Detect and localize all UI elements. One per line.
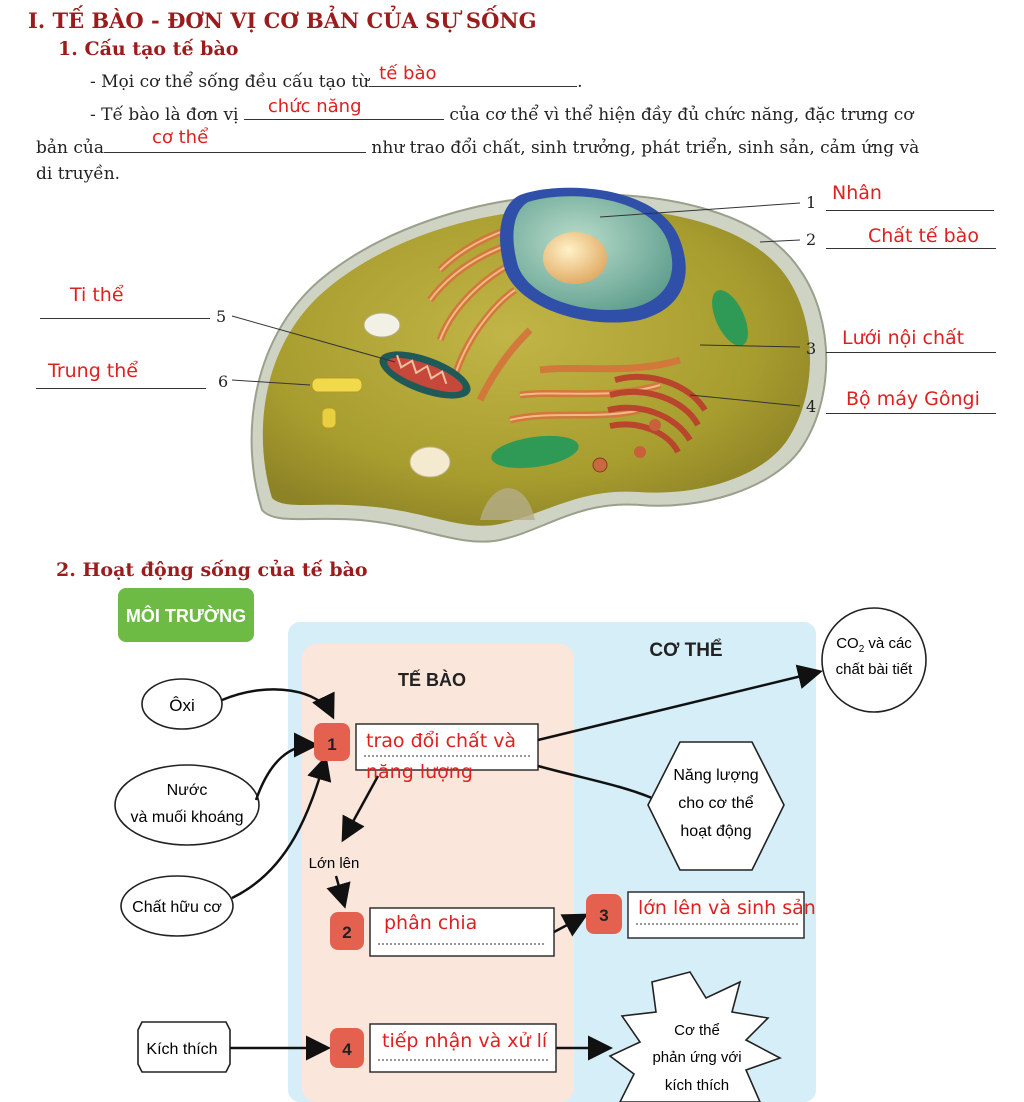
label-leader-lines [231, 202, 801, 407]
golgi-apparatus [607, 373, 708, 454]
section-title: I. TẾ BÀO - ĐƠN VỊ CƠ BẢN CỦA SỰ SỐNG [28, 8, 537, 33]
organic-matter-node [120, 875, 234, 937]
answer-2: chức năng [267, 96, 362, 117]
label-answer-2: Chất tế bào [868, 225, 979, 247]
label-number-6: 6 [218, 372, 229, 391]
paragraph-line-2: - Tế bào là đơn vị chức năng của cơ thể … [90, 96, 914, 125]
water-minerals-node [114, 764, 260, 846]
label-blank-6[interactable] [36, 368, 206, 389]
svg-text:Chất hữu cơ: Chất hữu cơ [132, 899, 222, 916]
step-badge-1 [314, 723, 350, 761]
nucleolus [543, 232, 607, 284]
subsection-title-structure: 1. Cấu tạo tế bào [58, 38, 239, 60]
label-answer-3: Lưới nội chất [842, 327, 965, 349]
cell-label: TẾ BÀO [398, 669, 466, 690]
oxygen-node [141, 678, 223, 730]
box-answer-1a: trao đổi chất và [366, 730, 517, 752]
growth-label: Lớn lên [309, 855, 360, 872]
cell-illustration [250, 187, 828, 543]
answer-1: tế bào [379, 63, 437, 84]
svg-text:và muối khoáng: và muối khoáng [131, 809, 244, 826]
label-number-3: 3 [806, 339, 817, 358]
box-answer-3: lớn lên và sinh sản [638, 897, 816, 919]
step-badge-2 [330, 912, 364, 950]
label-blank-4[interactable] [826, 393, 996, 414]
label-number-4: 4 [806, 397, 817, 416]
svg-text:Cơ thể: Cơ thể [674, 1022, 720, 1039]
box-answer-4: tiếp nhận và xử lí [382, 1030, 548, 1052]
svg-text:chất bài tiết: chất bài tiết [836, 661, 914, 678]
label-blank-2[interactable] [826, 228, 996, 249]
svg-text:2: 2 [342, 923, 351, 942]
stimulus-node [137, 1021, 231, 1073]
subsection-title-activity: 2. Hoạt động sống của tế bào [56, 559, 368, 581]
label-blank-1[interactable] [826, 190, 994, 211]
answer-box-2[interactable] [369, 907, 555, 957]
svg-text:Năng lượng: Năng lượng [673, 767, 758, 784]
energy-node [647, 741, 785, 871]
blank-3[interactable]: cơ thể [103, 127, 366, 153]
label-number-1: 1 [806, 193, 817, 212]
step-badge-3 [586, 894, 622, 934]
answer-box-1[interactable] [355, 723, 539, 771]
svg-text:3: 3 [599, 906, 608, 925]
svg-text:CO2 và các: CO2 và các [836, 635, 912, 655]
label-blank-3[interactable] [826, 332, 996, 353]
svg-text:cho cơ thể: cho cơ thể [678, 794, 754, 812]
label-number-5: 5 [216, 307, 227, 326]
response-node [608, 971, 782, 1102]
environment-label: MÔI TRƯỜNG [126, 605, 246, 626]
label-number-2: 2 [806, 230, 817, 249]
svg-text:hoạt động: hoạt động [680, 823, 751, 840]
box-answer-2: phân chia [384, 912, 478, 934]
label-answer-5: Ti thể [70, 284, 124, 306]
co2-excretion-node [821, 607, 927, 713]
label-blank-5[interactable] [40, 298, 210, 319]
blank-2[interactable]: chức năng [243, 96, 444, 120]
svg-text:Ôxi: Ôxi [169, 696, 195, 715]
answer-3: cơ thể [151, 127, 209, 148]
body-label: CƠ THỂ [649, 639, 722, 661]
svg-text:Nước: Nước [167, 782, 208, 799]
box-answer-1b: năng lượng [366, 761, 473, 783]
answer-box-3[interactable] [627, 891, 805, 939]
step-badge-4 [330, 1028, 364, 1068]
svg-text:kích thích: kích thích [665, 1077, 729, 1094]
cell-activity-diagram: MÔI TRƯỜNG CƠ THỂ TẾ BÀO Ôxi Nước và muố… [114, 588, 927, 1102]
svg-text:phản ứng với: phản ứng với [652, 1049, 741, 1066]
label-answer-4: Bộ máy Gôngi [846, 388, 980, 410]
svg-text:1: 1 [327, 735, 336, 754]
blank-1[interactable]: tế bào [369, 63, 578, 87]
svg-text:4: 4 [342, 1040, 352, 1059]
svg-text:Kích thích: Kích thích [146, 1041, 217, 1058]
environment-badge [118, 588, 254, 642]
paragraph-line-4: di truyền. [36, 164, 121, 184]
centrosome [311, 377, 363, 393]
label-answer-1: Nhân [832, 182, 882, 204]
label-answer-6: Trung thể [48, 360, 138, 382]
